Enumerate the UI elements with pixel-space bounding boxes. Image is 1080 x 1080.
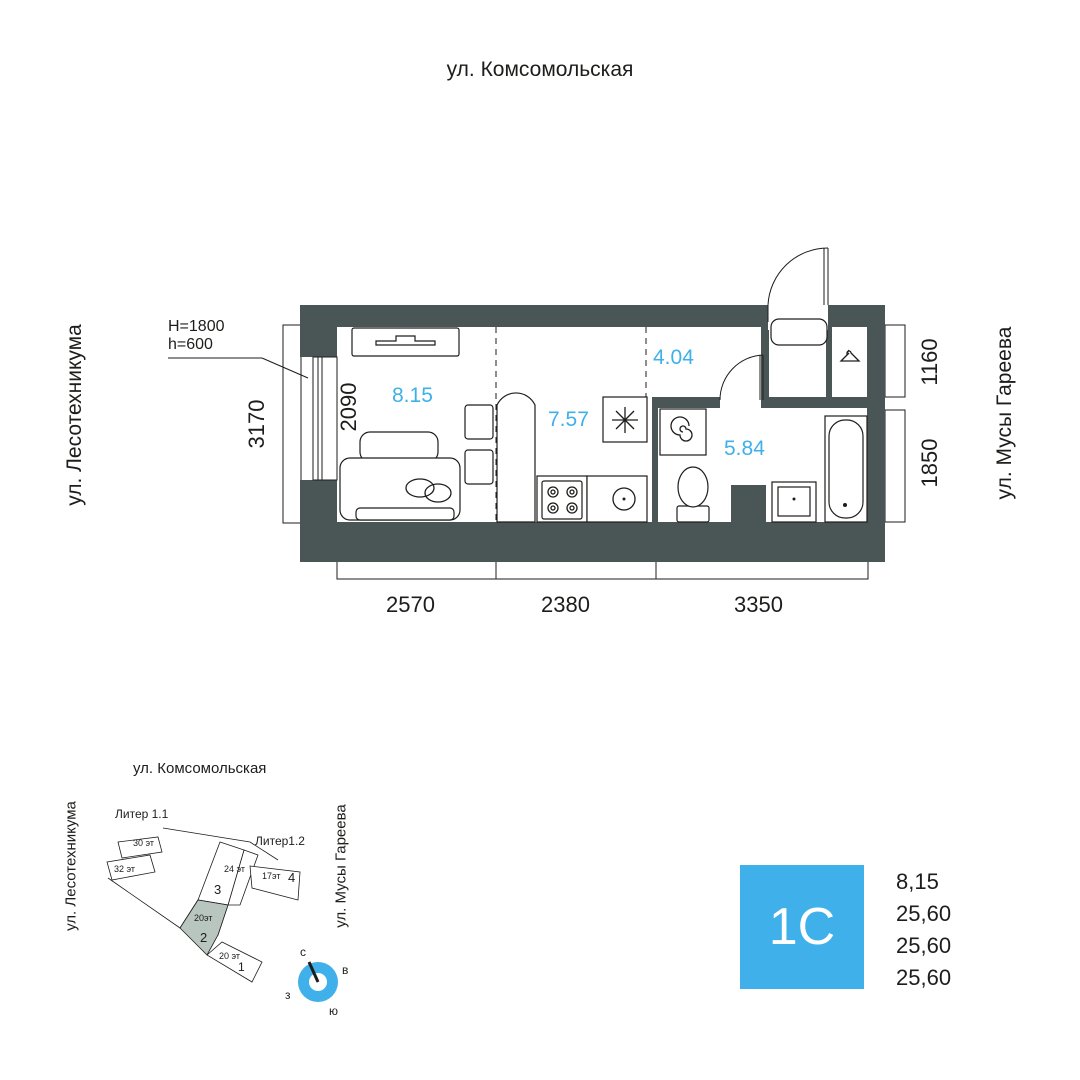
room-area-bathroom: 5.84 [724,437,765,460]
area-value-total-2: 25,60 [896,933,952,958]
dim-left-inner: 2090 [336,382,361,432]
mini-liter-2: Литер1.2 [255,834,305,848]
area-value-total-1: 25,60 [896,901,952,926]
walls [300,305,885,562]
toilet-tank [676,505,710,523]
mini-floor-24: 24 эт [224,864,246,874]
dining-table [496,392,536,523]
mini-section-2: 2 [200,930,208,945]
dim-bottom-3: 3350 [734,592,783,617]
right-dimension-frame-bottom [884,409,906,523]
mini-floor-20b: 20 эт [219,951,241,961]
area-list: 8,15 25,60 25,60 25,60 [896,866,951,994]
window-height: H=1800 [168,318,225,335]
chair-2 [464,449,494,485]
right-dimension-frame-top [884,324,906,398]
street-label-top: ул. Комсомольская [446,58,634,81]
mini-floor-30: 30 эт [133,838,155,848]
dim-left-total: 3170 [244,399,269,449]
room-area-hall: 4.04 [653,346,694,369]
window-sill: h=600 [168,336,213,353]
area-value-living: 8,15 [896,869,939,894]
kitchen-sink [586,475,648,523]
mini-street-top: ул. Комсомольская [133,760,267,777]
window-note: H=1800 h=600 [168,318,225,354]
dim-bottom-2: 2380 [541,592,590,617]
left-dimension-frame [282,324,302,524]
mini-section-1: 1 [238,960,245,974]
compass-north: с [300,945,306,959]
apartment-type-badge: 1С [740,865,864,989]
window [312,356,338,481]
area-value-total-3: 25,60 [896,965,952,990]
mini-section-3: 3 [214,882,222,897]
highlighted-section [179,899,229,956]
compass-south: ю [329,1004,338,1018]
hanger-icon [839,349,861,362]
mini-floor-32: 32 эт [114,864,136,874]
bathroom-door-swing [719,354,764,401]
entrance-door-swing [767,247,829,306]
toilet [677,466,709,508]
dim-right-bottom: 1850 [917,438,942,488]
snowflake-icon [612,407,638,433]
mini-section-4: 4 [288,870,296,885]
mini-street-right: ул. Мусы Гареева [332,804,350,928]
mini-floor-17: 17эт [262,871,281,881]
compass-east: в [342,963,349,977]
compass-west: з [285,988,291,1002]
dim-bottom-1: 2570 [386,592,435,617]
spiral-icon [670,416,693,442]
wardrobe [770,318,828,346]
room-area-living: 8.15 [392,384,433,407]
chair-1 [464,404,494,440]
section-30 [117,836,163,859]
bottom-dimension-line [336,562,869,580]
dim-right-top: 1160 [917,338,942,386]
mini-street-left: ул. Лесотехникума [62,801,80,931]
mini-liter-1: Литер 1.1 [115,807,169,821]
room-area-kitchen: 7.57 [548,408,589,431]
mini-floor-20a: 20эт [194,913,213,923]
